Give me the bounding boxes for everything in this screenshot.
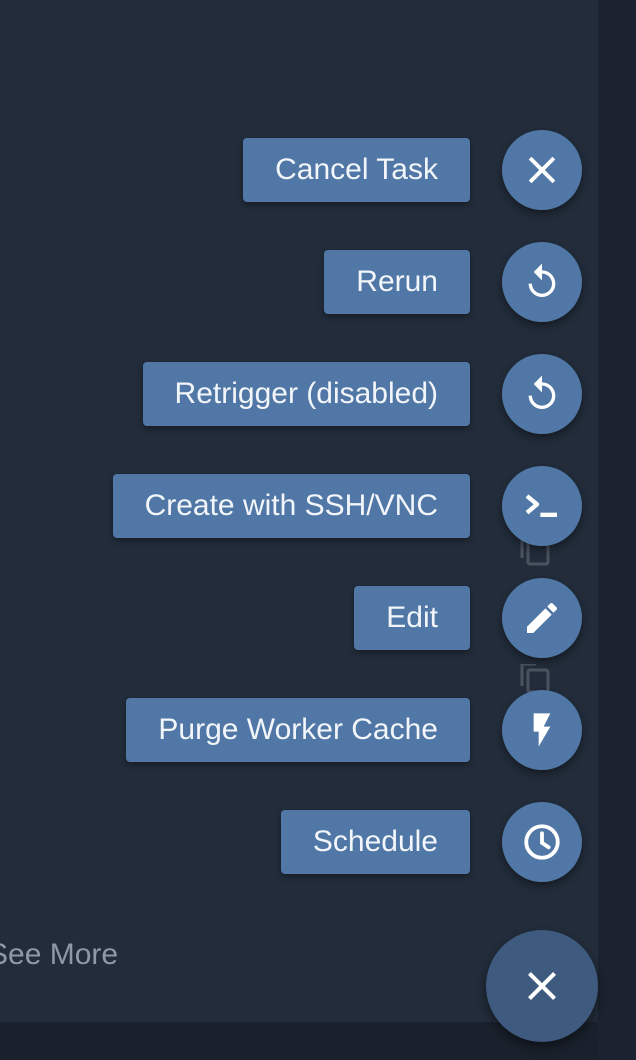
speed-dial-toggle-button[interactable] <box>486 930 598 1042</box>
replay-icon <box>528 263 556 297</box>
action-edit-button[interactable] <box>502 578 582 658</box>
close-icon <box>528 156 556 184</box>
replay-icon <box>528 375 556 409</box>
action-rerun-button[interactable] <box>502 242 582 322</box>
action-retrigger[interactable]: Retrigger (disabled) <box>142 354 582 434</box>
close-icon <box>528 972 556 1000</box>
action-cancel-task-label[interactable]: Cancel Task <box>243 138 470 202</box>
console-icon <box>525 494 557 517</box>
page-side-strip <box>598 0 636 1060</box>
page-bottom-strip <box>0 1022 598 1060</box>
action-create-ssh-vnc-button[interactable] <box>502 466 582 546</box>
action-schedule-label[interactable]: Schedule <box>280 810 470 874</box>
action-retrigger-button[interactable] <box>502 354 582 434</box>
clock-icon <box>524 824 560 860</box>
action-cancel-task[interactable]: Cancel Task <box>243 130 582 210</box>
pencil-icon <box>527 602 558 633</box>
action-purge-worker-cache-label[interactable]: Purge Worker Cache <box>126 698 470 762</box>
action-create-ssh-vnc-label[interactable]: Create with SSH/VNC <box>112 474 470 538</box>
action-schedule-button[interactable] <box>502 802 582 882</box>
lightning-icon <box>533 713 551 747</box>
action-retrigger-label[interactable]: Retrigger (disabled) <box>142 362 470 426</box>
action-purge-worker-cache-button[interactable] <box>502 690 582 770</box>
see-more-link[interactable]: See More <box>0 938 119 971</box>
action-create-ssh-vnc[interactable]: Create with SSH/VNC <box>112 466 582 546</box>
action-rerun[interactable]: Rerun <box>324 242 582 322</box>
action-rerun-label[interactable]: Rerun <box>324 250 470 314</box>
action-schedule[interactable]: Schedule <box>280 802 582 882</box>
action-edit-label[interactable]: Edit <box>354 586 470 650</box>
action-cancel-task-button[interactable] <box>502 130 582 210</box>
action-purge-worker-cache[interactable]: Purge Worker Cache <box>126 690 582 770</box>
action-edit[interactable]: Edit <box>354 578 582 658</box>
